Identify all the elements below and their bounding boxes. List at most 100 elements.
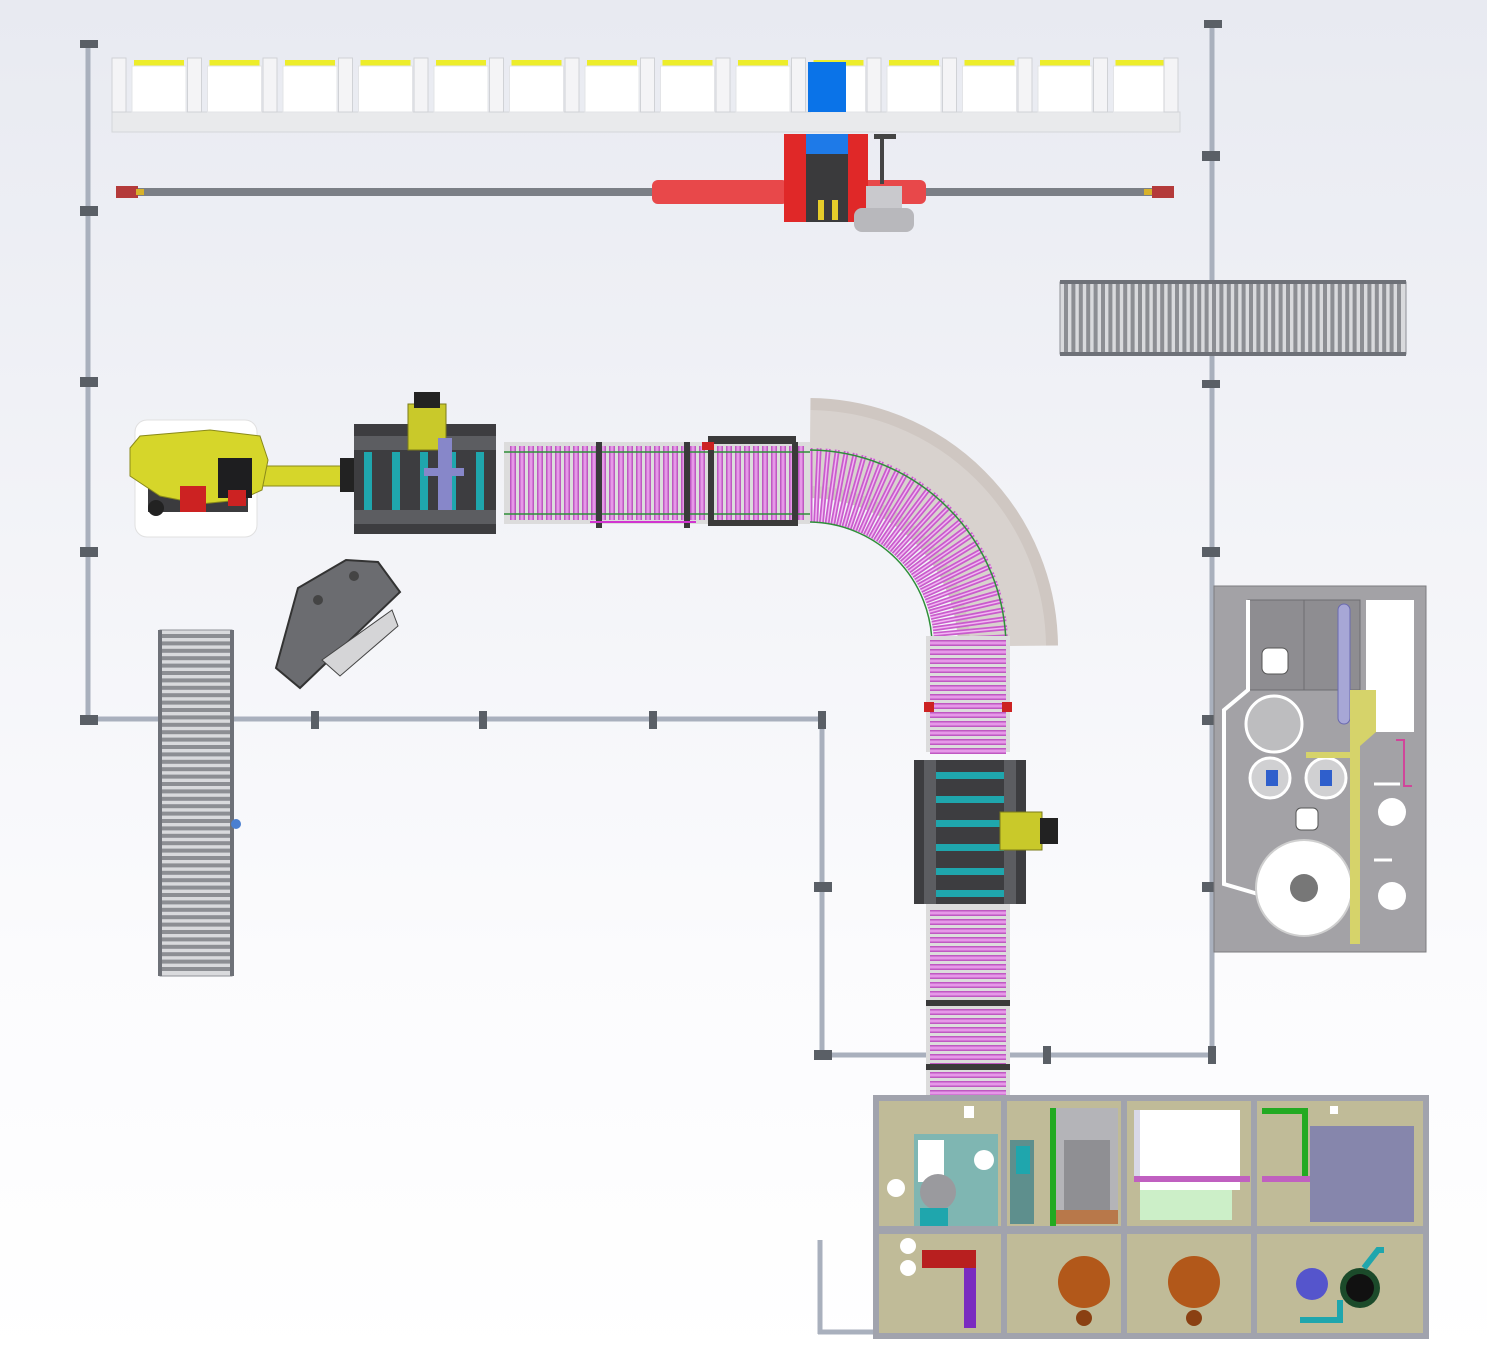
roller	[1152, 284, 1157, 352]
roller	[930, 640, 1006, 646]
roller	[930, 1081, 1006, 1087]
rack-beam	[662, 60, 713, 66]
roller	[162, 648, 230, 653]
roller	[420, 452, 428, 510]
roller-highlight	[864, 468, 899, 536]
roller-highlight	[930, 599, 1003, 619]
roller	[636, 446, 642, 520]
roller	[162, 878, 230, 883]
roller	[1352, 284, 1357, 352]
roller	[726, 446, 732, 520]
rack-post	[564, 57, 580, 113]
roller	[162, 937, 230, 942]
rack-post	[1163, 57, 1179, 113]
roller	[930, 964, 1006, 970]
rack-post	[338, 57, 353, 113]
roller	[627, 446, 633, 520]
roller	[771, 446, 777, 520]
left-gravity-conveyor	[158, 629, 241, 977]
rack-post	[866, 57, 882, 113]
top-right-roller-conveyor	[1059, 280, 1407, 356]
roller	[162, 885, 230, 890]
roller	[1382, 284, 1387, 352]
roller	[930, 1045, 1006, 1051]
roller	[162, 730, 230, 735]
roller	[162, 907, 230, 912]
gantry-carriage-right	[846, 134, 868, 222]
roller-highlight	[901, 512, 957, 564]
rack-post	[489, 57, 504, 113]
roller-highlight	[874, 477, 915, 541]
mounting-bracket	[274, 558, 402, 690]
roller	[930, 649, 1006, 655]
roller	[162, 737, 230, 742]
roller	[162, 693, 230, 698]
roller	[1249, 284, 1253, 352]
roller	[735, 446, 741, 520]
roller	[654, 446, 660, 520]
rack-bay	[1037, 65, 1093, 113]
roller	[1108, 284, 1113, 352]
roller	[162, 900, 230, 905]
roller	[162, 826, 230, 831]
roller	[162, 722, 230, 727]
roller	[1286, 284, 1290, 352]
roller	[1345, 284, 1350, 352]
roller	[546, 446, 552, 520]
rack-beam	[738, 60, 788, 66]
roller	[930, 1036, 1006, 1042]
roller	[930, 946, 1006, 952]
roller	[936, 890, 1004, 897]
linear-gantry	[116, 134, 1174, 232]
roller-highlight	[932, 617, 1007, 630]
roller-highlight	[892, 499, 944, 555]
roller-highlight	[920, 557, 988, 592]
roller	[930, 982, 1006, 988]
rack-bay	[584, 65, 640, 113]
roller	[510, 446, 516, 520]
roller	[162, 745, 230, 749]
roller-highlight	[915, 541, 979, 582]
roller-highlight	[929, 591, 1001, 613]
roller	[1315, 284, 1320, 352]
roller-highlight	[879, 482, 923, 545]
roller	[162, 922, 230, 927]
roller	[1367, 284, 1372, 352]
roller-highlight	[843, 455, 865, 527]
rack-beam	[134, 60, 184, 66]
roller	[663, 446, 669, 520]
roller-highlight	[908, 526, 969, 572]
roller	[1145, 284, 1150, 352]
roller	[1086, 284, 1091, 352]
roller	[162, 641, 230, 646]
rack-beam	[511, 60, 562, 66]
roller	[930, 667, 1006, 673]
vertical-rollers	[930, 640, 1006, 754]
roller	[162, 959, 230, 964]
roller	[162, 944, 230, 949]
roller	[162, 759, 230, 764]
roller	[162, 848, 230, 853]
roller	[1323, 284, 1327, 352]
roller	[162, 870, 230, 875]
roller	[930, 739, 1006, 745]
left-conveyor-rollers	[162, 634, 230, 971]
rack-post	[413, 57, 429, 113]
outfeed-rollers	[936, 772, 1004, 897]
top-right-rollers	[1064, 284, 1401, 352]
roller	[162, 833, 230, 838]
roller-highlight	[814, 448, 820, 523]
outfeed-station	[914, 760, 1058, 904]
roller	[162, 671, 230, 675]
roller	[930, 1009, 1006, 1015]
roller	[1101, 284, 1105, 352]
rack-base	[111, 111, 1181, 133]
roller	[162, 796, 230, 801]
rack-beam	[285, 60, 335, 66]
rack-beam	[436, 60, 486, 66]
roller	[930, 676, 1006, 682]
roller-highlight	[917, 548, 984, 587]
roller-highlight	[848, 458, 874, 529]
